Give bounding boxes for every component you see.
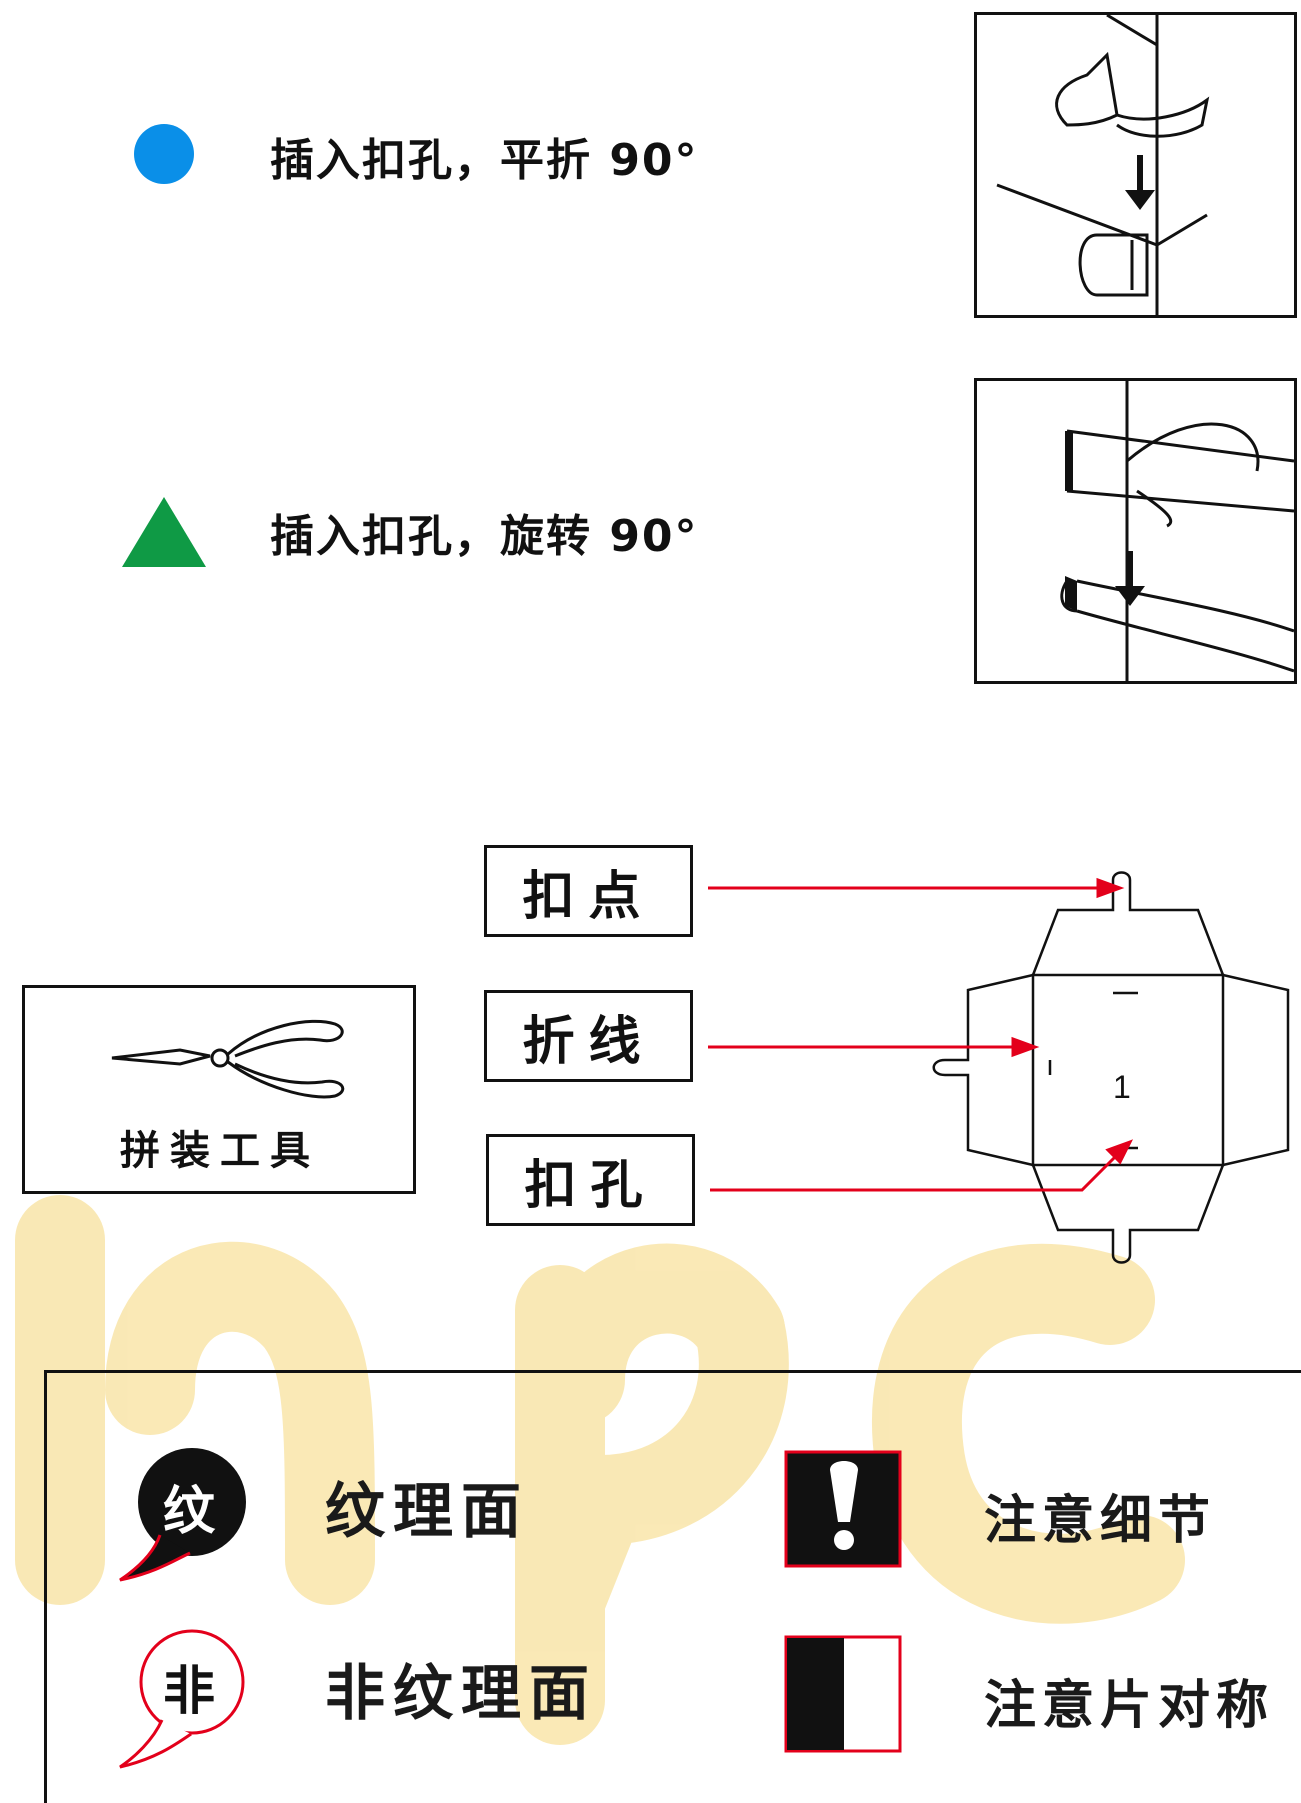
tool-box: 拼装工具	[22, 985, 416, 1194]
non-textured-badge-char: 非	[163, 1662, 216, 1722]
unfolded-template	[932, 871, 1290, 1264]
symmetry-item: 注意片对称	[784, 1635, 1268, 1759]
textured-label: 纹理面	[325, 1477, 529, 1547]
key-panel	[44, 1370, 1301, 1803]
blue-circle-icon	[134, 124, 194, 184]
non-textured-badge-icon	[119, 1629, 245, 1769]
detail-item: 注意细节	[784, 1450, 1210, 1572]
legend-flat-fold-text: 插入扣孔，平折 90°	[270, 135, 699, 186]
legend-rotate-text: 插入扣孔，旋转 90°	[270, 511, 699, 562]
green-triangle-icon	[122, 497, 206, 567]
detail-label: 注意细节	[984, 1491, 1217, 1551]
non-textured-label: 非纹理面	[325, 1659, 597, 1729]
template-number: 1	[1113, 1069, 1131, 1105]
symmetry-icon	[784, 1635, 902, 1753]
textured-item: 纹 纹理面	[115, 1445, 521, 1589]
non-textured-item: 非 非纹理面	[115, 1625, 589, 1779]
callout-arrows	[708, 877, 1134, 1192]
textured-badge-icon	[119, 1448, 246, 1582]
textured-badge-char: 纹	[163, 1482, 216, 1542]
pliers-icon	[111, 1019, 345, 1099]
template-diagram: 1	[708, 871, 1290, 1264]
flat-fold-illustration	[974, 12, 1297, 318]
tool-label: 拼装工具	[120, 1128, 320, 1174]
exclamation-icon	[784, 1450, 902, 1568]
callout-slot-label: 扣孔	[486, 1134, 695, 1226]
callout-tab-label: 扣点	[484, 845, 693, 937]
rotate-diagram-icon	[1060, 381, 1295, 681]
green-triangle-marker	[122, 497, 206, 567]
rotate-illustration	[974, 378, 1297, 684]
flat-fold-diagram-icon	[996, 13, 1210, 315]
symmetry-label: 注意片对称	[984, 1676, 1275, 1736]
blue-circle-marker	[134, 124, 194, 184]
callout-fold-line-label: 折线	[484, 990, 693, 1082]
